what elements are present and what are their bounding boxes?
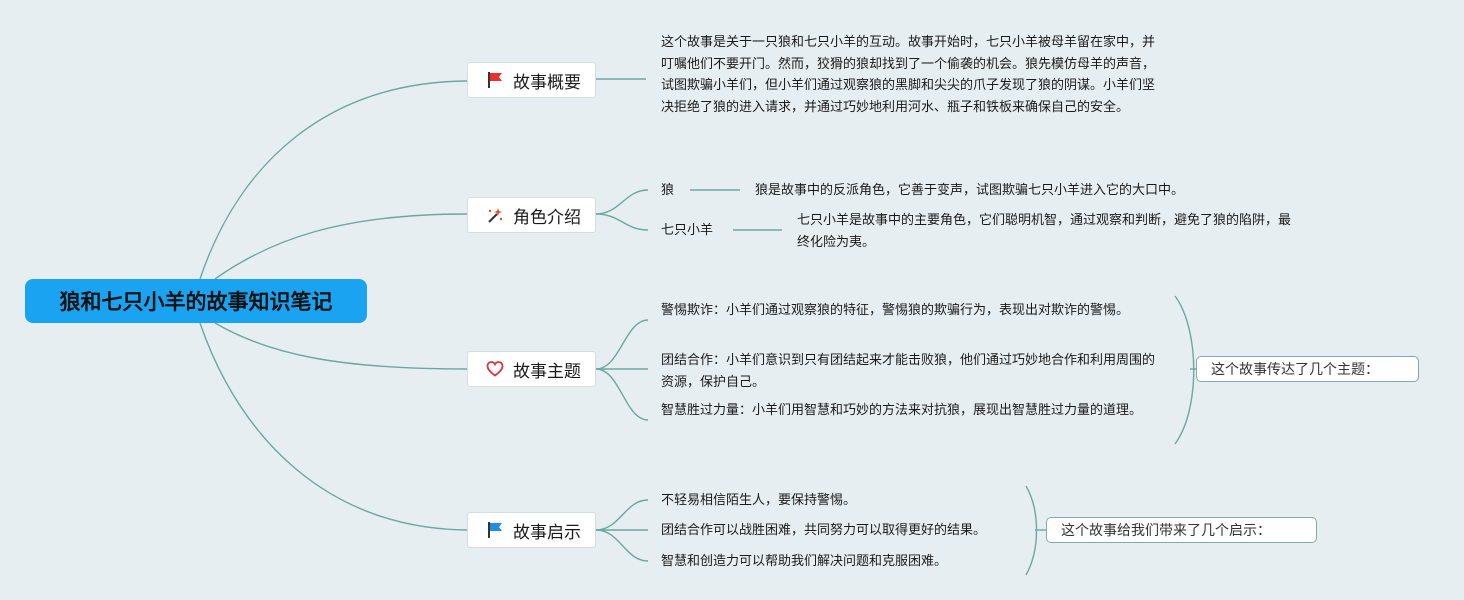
character-name-kids: 七只小羊 [661, 223, 714, 238]
character-name-wolf: 狼 [661, 183, 675, 198]
red-flag-icon [485, 70, 505, 90]
character-desc-kids: 七只小羊是故事中的主要角色，它们聪明机智，通过观察和判断，避免了狼的陷阱，最终化… [797, 213, 1292, 250]
overview-text: 这个故事是关于一只狼和七只小羊的互动。故事开始时，七只小羊被母羊留在家中，并叮嘱… [661, 35, 1156, 115]
root-topic[interactable]: 狼和七只小羊的故事知识笔记 [25, 279, 367, 323]
character-desc-wolf: 狼是故事中的反派角色，它善于变声，试图欺骗七只小羊进入它的大口中。 [755, 183, 1185, 198]
theme-item: 警惕欺诈：小羊们通过观察狼的特征，警惕狼的欺骗行为，表现出对欺诈的警惕。 [661, 303, 1130, 318]
heart-icon [485, 359, 505, 379]
theme-item: 智慧胜过力量：小羊们用智慧和巧妙的方法来对抗狼，展现出智慧胜过力量的道理。 [661, 403, 1143, 418]
branch-characters-label: 角色介绍 [513, 207, 581, 228]
branch-themes[interactable]: 故事主题 [467, 351, 596, 387]
lesson-item: 不轻易相信陌生人，要保持警惕。 [661, 493, 857, 508]
branch-themes-label: 故事主题 [513, 361, 581, 382]
branch-overview[interactable]: 故事概要 [467, 62, 596, 98]
lesson-item: 团结合作可以战胜困难，共同努力可以取得更好的结果。 [661, 523, 987, 538]
branch-characters[interactable]: 角色介绍 [467, 197, 596, 233]
branch-overview-label: 故事概要 [513, 72, 581, 93]
branch-lessons-label: 故事启示 [513, 522, 581, 543]
lessons-summary[interactable]: 这个故事给我们带来了几个启示： [1046, 517, 1317, 543]
themes-summary-text: 这个故事传达了几个主题： [1211, 362, 1379, 378]
blue-flag-icon [485, 520, 505, 540]
magic-wand-icon [485, 205, 505, 225]
lessons-summary-text: 这个故事给我们带来了几个启示： [1061, 523, 1271, 539]
lesson-item: 智慧和创造力可以帮助我们解决问题和克服困难。 [661, 554, 948, 569]
themes-summary[interactable]: 这个故事传达了几个主题： [1196, 356, 1419, 382]
branch-lessons[interactable]: 故事启示 [467, 512, 596, 548]
theme-item: 团结合作：小羊们意识到只有团结起来才能击败狼，他们通过巧妙地合作和利用周围的资源… [661, 353, 1156, 390]
root-title: 狼和七只小羊的故事知识笔记 [59, 290, 333, 314]
